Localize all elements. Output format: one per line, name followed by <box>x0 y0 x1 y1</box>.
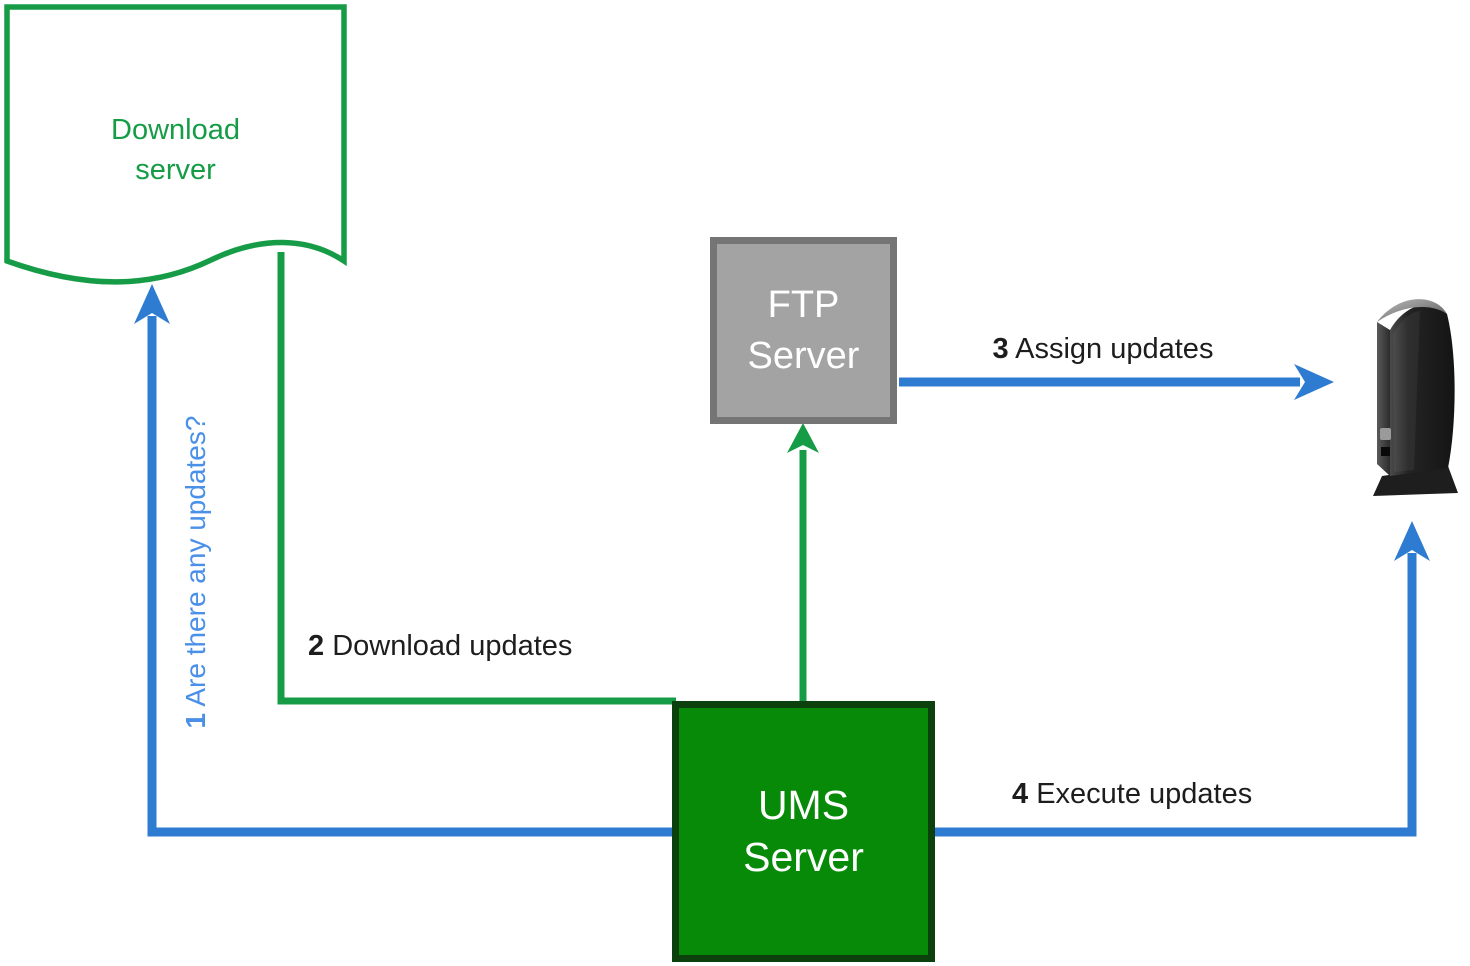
download-server-node: Download server <box>3 3 348 298</box>
device-top-cap <box>1377 299 1447 322</box>
flow-4-step: 4 <box>1012 778 1029 810</box>
device-highlight <box>1393 311 1420 472</box>
ftp-server-label: FTP Server <box>747 284 860 377</box>
ums-server-node: UMS Server <box>672 701 935 962</box>
flow-2-label: 2 Download updates <box>308 630 572 663</box>
flow-2-connector <box>277 252 676 705</box>
flow-4-arrowhead-icon <box>1394 521 1430 561</box>
ums-server-label: UMS Server <box>743 782 864 880</box>
device-side-face <box>1390 304 1455 476</box>
ums-to-ftp-arrowhead-icon <box>787 423 819 453</box>
flow-4-text: Execute updates <box>1036 778 1253 810</box>
flow-3-arrowhead-icon <box>1294 364 1334 400</box>
flow-2-text: Download updates <box>332 630 573 662</box>
flow-1-step: 1 <box>180 712 211 729</box>
device-stand <box>1373 466 1458 496</box>
flow-2-step: 2 <box>308 630 325 662</box>
flow-1-arrowhead-icon <box>134 284 170 324</box>
flow-1-label: 1 Are there any updates? <box>180 382 214 762</box>
ftp-server-node: FTP Server <box>710 237 897 424</box>
flow-1-text: Are there any updates? <box>180 415 211 707</box>
flow-4-label: 4 Execute updates <box>1012 778 1252 811</box>
flow-3-step: 3 <box>992 333 1009 365</box>
device-slot <box>1381 447 1390 456</box>
flow-3-label: 3 Assign updates <box>958 333 1248 366</box>
device-logo <box>1380 428 1391 440</box>
download-server-label: Download server <box>111 114 240 186</box>
flow-3-text: Assign updates <box>1015 333 1214 365</box>
thin-client-device-icon <box>1373 299 1458 496</box>
document-shape-icon <box>4 4 347 285</box>
